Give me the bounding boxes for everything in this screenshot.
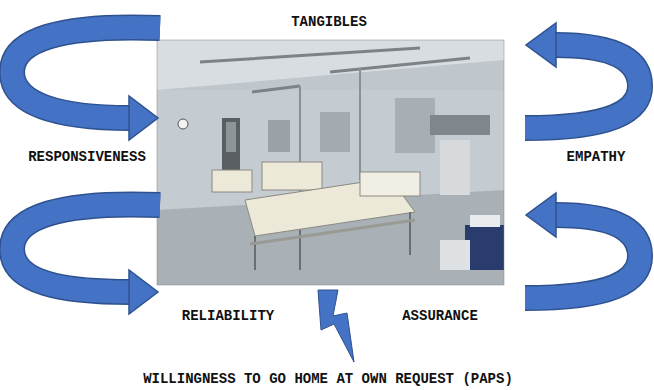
curved-arrow [12, 27, 640, 298]
caption-label: TANGIBLES [291, 14, 367, 30]
caption-label: RELIABILITY [182, 308, 274, 324]
caption-label: EMPATHY [567, 149, 626, 165]
lightning-bolt [318, 290, 354, 362]
hospital-ward-photo [157, 40, 504, 285]
caption-label: RESPONSIVENESS [28, 149, 146, 165]
caption-label: ASSURANCE [402, 308, 478, 324]
caption-label: WILLINGNESS TO GO HOME AT OWN REQUEST (P… [143, 371, 513, 387]
arrow-head [129, 23, 556, 314]
